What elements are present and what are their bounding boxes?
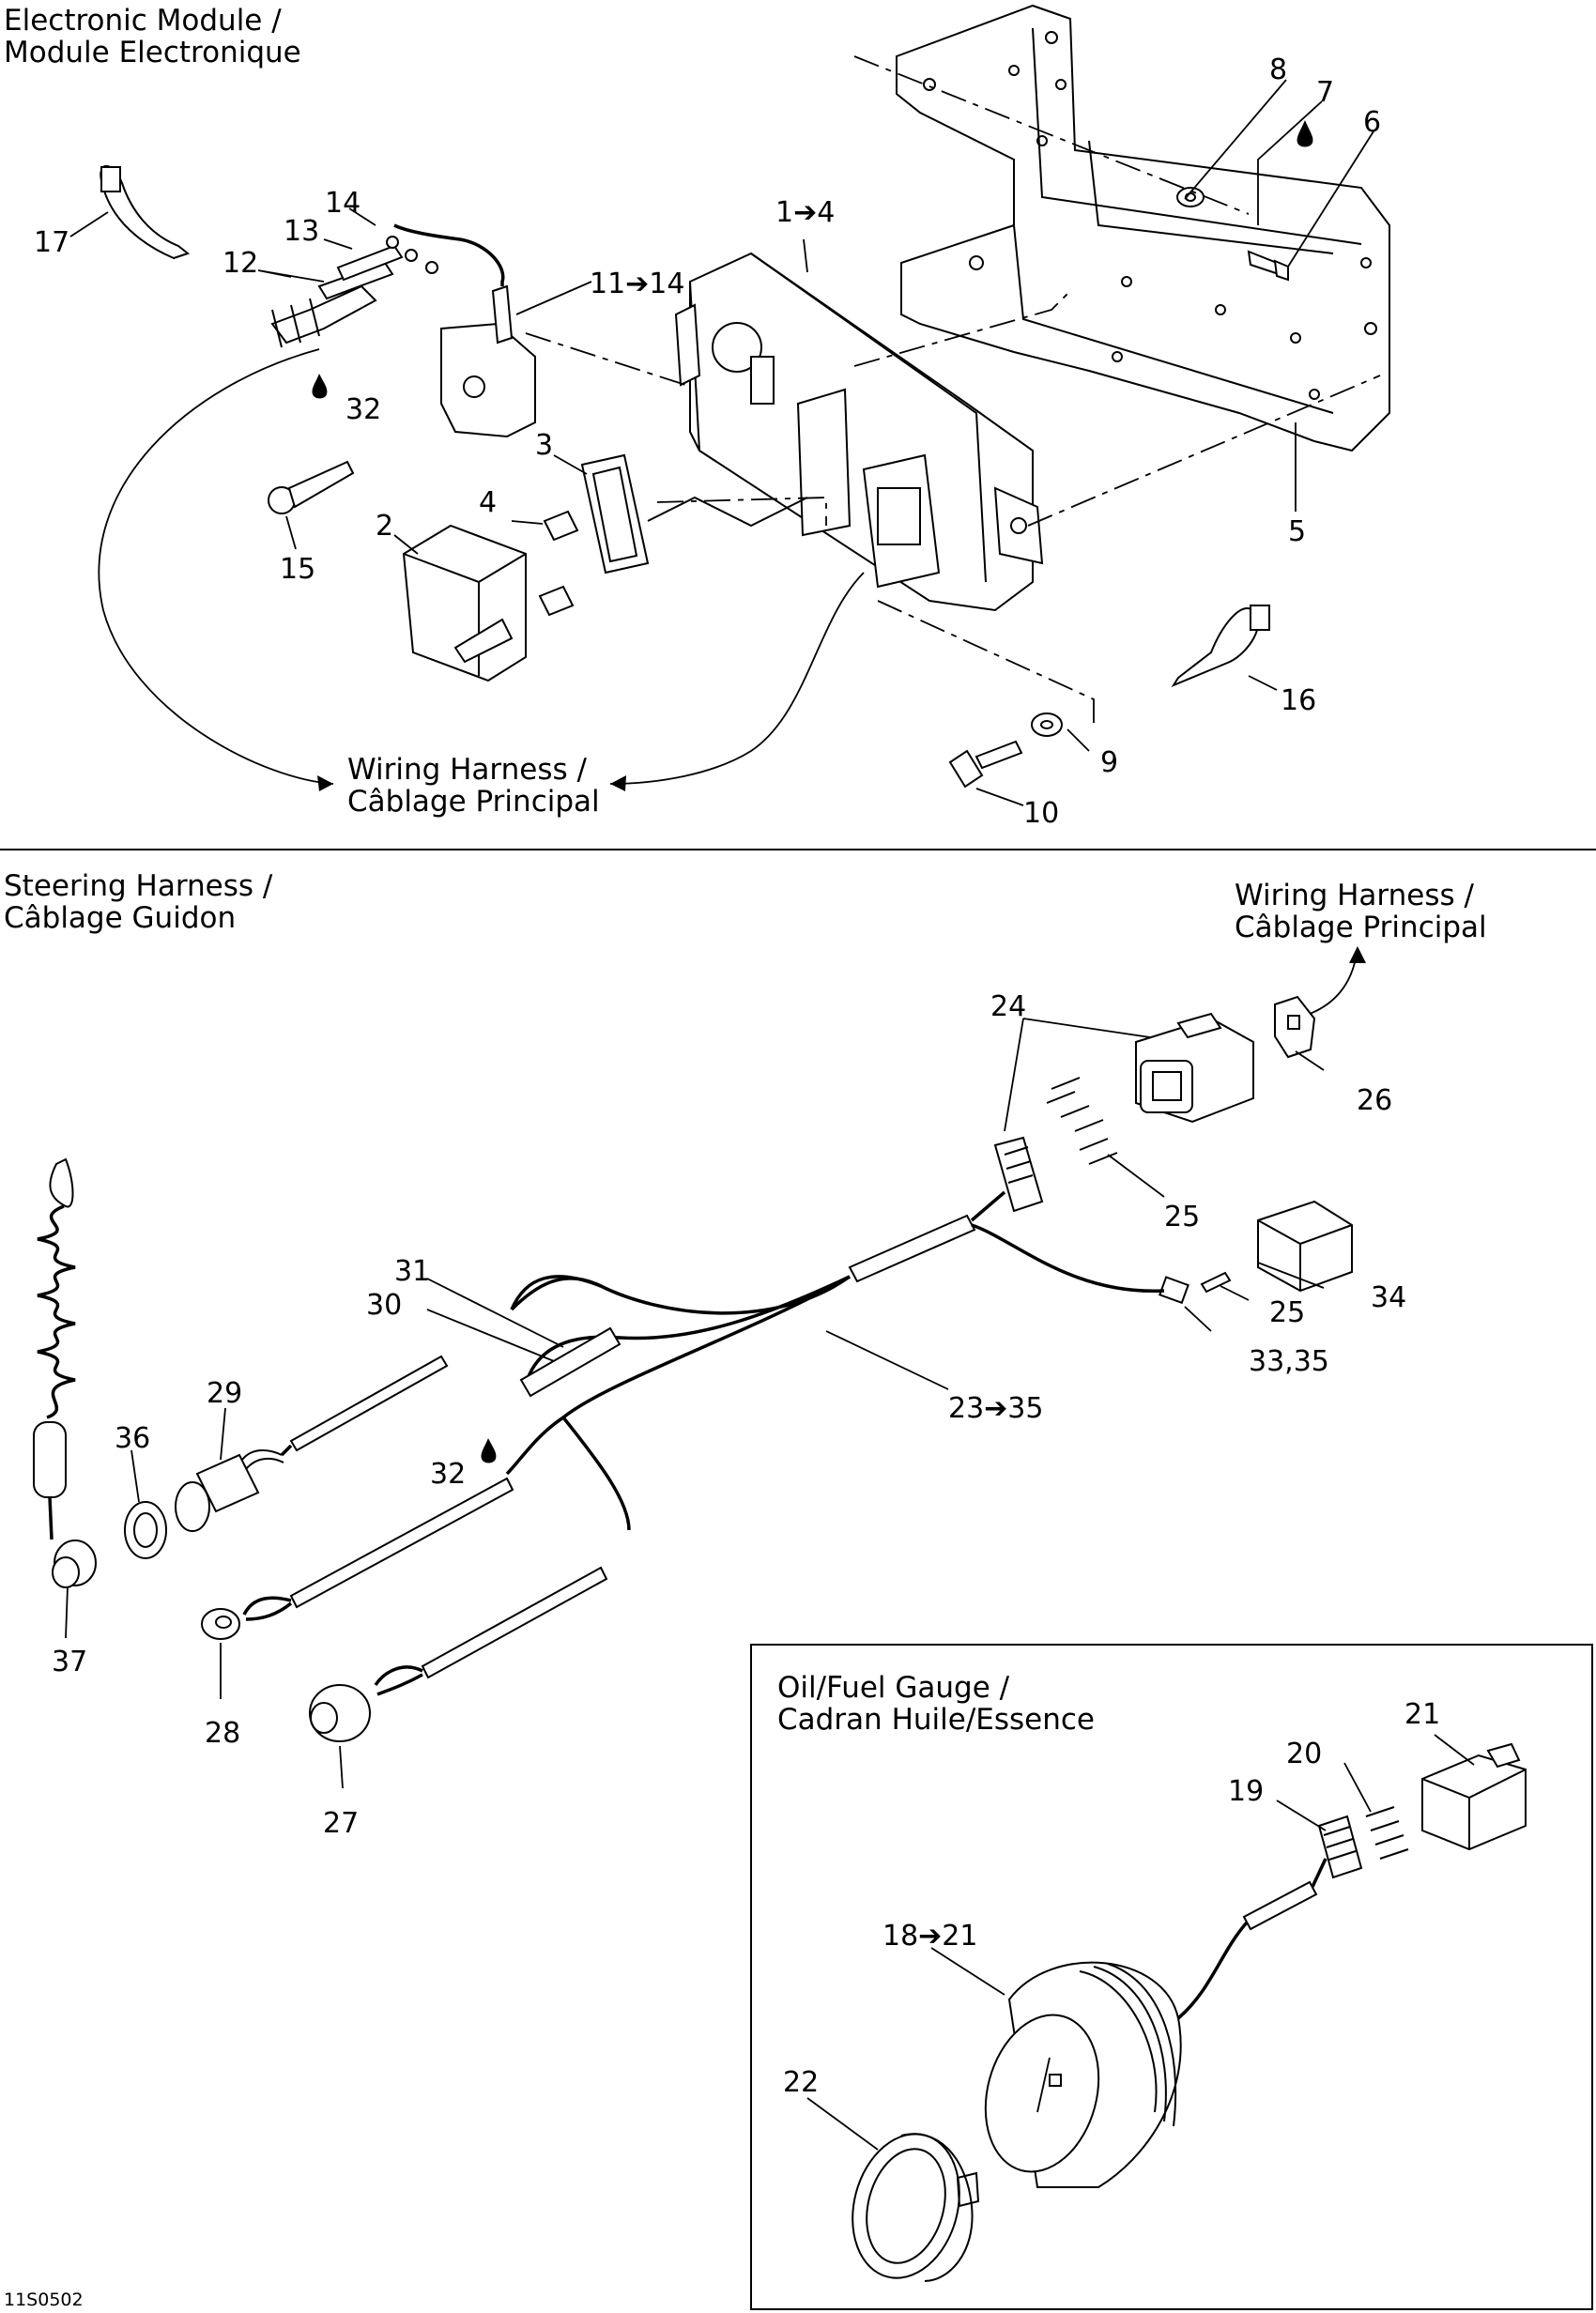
screw-15 [268, 460, 355, 514]
callout-28: 28 [205, 1717, 240, 1750]
callout-7: 7 [1316, 76, 1334, 109]
callout-20: 20 [1286, 1738, 1322, 1770]
callout-10: 10 [1023, 797, 1059, 830]
oil-drop-icon [481, 1438, 497, 1463]
callout-36: 36 [115, 1422, 150, 1455]
callout-24: 24 [990, 990, 1026, 1023]
terminal-assembly [270, 236, 438, 348]
harness-arrow-left [98, 348, 334, 785]
cable-tie-17 [100, 164, 191, 260]
oil-drop-icon [1297, 120, 1313, 147]
callout-3: 3 [535, 429, 553, 462]
steering-harness-wires [505, 1190, 1165, 1531]
leader-lines-mid [65, 1018, 1325, 1789]
callout-32-mid: 32 [430, 1458, 466, 1491]
callout-27: 27 [323, 1807, 359, 1840]
callout-19: 19 [1228, 1775, 1264, 1808]
module-to-connector-line [647, 496, 808, 528]
callout-26: 26 [1357, 1084, 1392, 1117]
cable-tie-16 [1171, 605, 1270, 688]
bezel-22 [852, 2133, 980, 2282]
wiring-harness-label-top-line1: Wiring Harness / [347, 753, 588, 787]
callout-13: 13 [284, 215, 319, 248]
connector-21 [1421, 1742, 1527, 1851]
mounting-bracket [896, 4, 1390, 452]
leader-lines-gauge [806, 1734, 1475, 2151]
switch-29 [175, 1449, 284, 1532]
wiring-harness-label-mid-line2: Câblage Principal [1235, 911, 1487, 944]
harness-arrow-right [609, 572, 865, 785]
connector-34 [1257, 1200, 1353, 1293]
callout-12: 12 [223, 247, 258, 280]
callout-5: 5 [1288, 515, 1306, 548]
callout-29: 29 [207, 1377, 242, 1410]
terminal-28 [201, 1608, 240, 1640]
gauge-inset-box [750, 1644, 1593, 2310]
screw-6 [1247, 250, 1289, 282]
lead-28 [201, 1477, 514, 1640]
wiring-harness-label-top-line2: Câblage Principal [347, 785, 600, 819]
gauge-title-line2: Cadran Huile/Essence [777, 1703, 1095, 1737]
connector-block [393, 223, 536, 438]
pins-20 [1365, 1806, 1409, 1860]
callout-22: 22 [783, 2066, 819, 2099]
callout-14: 14 [325, 187, 361, 220]
pin-25-b [1200, 1271, 1232, 1294]
gauge-18 [984, 1961, 1182, 2188]
assembly-line-top [525, 55, 1381, 728]
callout-30: 30 [366, 1289, 402, 1322]
lead-31 [519, 1326, 622, 1398]
connector-24 [1135, 1012, 1254, 1124]
oil-drop-icon [312, 374, 328, 399]
leader-lines-top [69, 79, 1374, 806]
callout-6: 6 [1363, 106, 1381, 139]
steering-harness-title-line2: Câblage Guidon [4, 901, 236, 935]
callout-17: 17 [34, 226, 69, 259]
lead-29 [280, 1355, 449, 1457]
callout-2: 2 [376, 510, 393, 543]
callout-25-a: 25 [1164, 1201, 1200, 1233]
callout-37: 37 [52, 1646, 87, 1678]
callout-32-top: 32 [345, 393, 381, 426]
gasket-3 [580, 453, 650, 574]
relay-2 [402, 524, 527, 682]
bolt-10 [948, 740, 1023, 789]
gauge-title-line1: Oil/Fuel Gauge / [777, 1671, 1010, 1705]
callout-21: 21 [1404, 1698, 1440, 1731]
callout-9: 9 [1100, 746, 1118, 779]
callout-25-b: 25 [1269, 1296, 1305, 1329]
callout-23-35: 23➔35 [948, 1392, 1043, 1425]
callout-15: 15 [280, 553, 315, 586]
callout-4: 4 [479, 486, 497, 519]
figure-code: 11S0502 [4, 2290, 84, 2310]
ring-36 [124, 1501, 167, 1559]
fuse-4 [538, 510, 579, 617]
callout-34: 34 [1371, 1281, 1406, 1314]
pins-25 [1046, 1077, 1118, 1165]
callout-31: 31 [394, 1255, 430, 1288]
callout-18-21: 18➔21 [882, 1920, 977, 1953]
lead-27 [309, 1566, 608, 1742]
electronic-module-title-line2: Module Electronique [4, 36, 301, 69]
lanyard-37 [33, 1157, 97, 1588]
harness-connector-rear [993, 1136, 1044, 1213]
electronic-module-title-line1: Electronic Module / [4, 4, 282, 38]
callout-1-4: 1➔4 [775, 196, 835, 229]
gauge-harness-sheath [1242, 1880, 1318, 1931]
callout-11-14: 11➔14 [590, 268, 684, 300]
connector-26 [1274, 995, 1316, 1059]
housing-19 [1317, 1815, 1363, 1879]
washer-8 [1176, 187, 1205, 207]
callout-16: 16 [1281, 684, 1316, 717]
washer-9 [1031, 712, 1063, 737]
callout-8: 8 [1269, 54, 1287, 86]
harness-arrow-up [1309, 952, 1358, 1015]
wiring-harness-label-mid-line1: Wiring Harness / [1235, 879, 1475, 912]
sensor-27 [309, 1684, 371, 1742]
terminal-33-35 [1159, 1276, 1189, 1305]
callout-33-35: 33,35 [1249, 1345, 1329, 1378]
steering-harness-title-line1: Steering Harness / [4, 869, 273, 903]
